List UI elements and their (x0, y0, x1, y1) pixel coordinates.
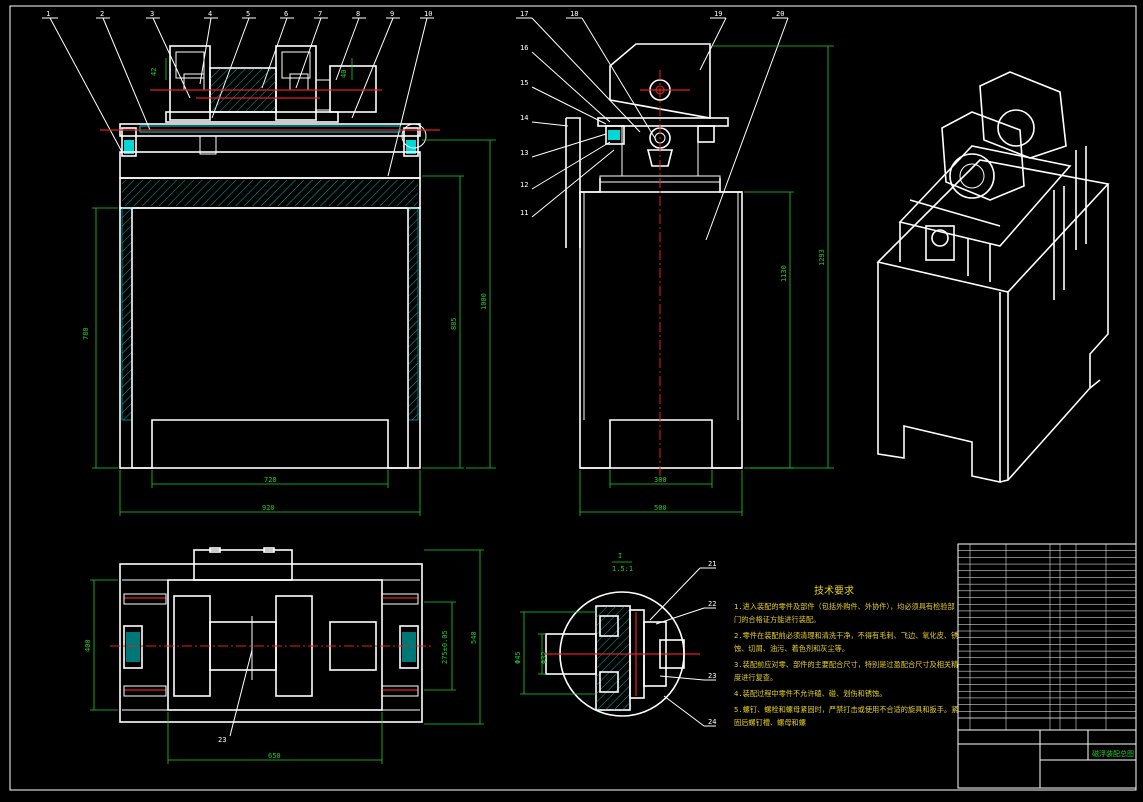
dim-label: 885 (450, 317, 458, 330)
part-label: 21 (708, 560, 716, 568)
part-label: 16 (520, 44, 528, 52)
top-view: 23 400 275±0.05 540 650 (84, 547, 484, 764)
part-label: 20 (776, 10, 784, 18)
detail-view: I 1.5:1 21 22 23 24 Φ45 Φ32 (514, 552, 716, 727)
dim-label: 540 (470, 631, 478, 644)
part-label: 6 (284, 10, 288, 18)
part-label: 23 (218, 736, 226, 744)
top-view-dimensions: 400 275±0.05 540 650 (84, 549, 484, 764)
drawing-frame (9, 5, 1137, 791)
side-view-dimensions: 1130 1293 300 500 (579, 45, 834, 516)
drawing-name: 磁浮装配总图 (1092, 749, 1134, 758)
dim-label: 720 (264, 476, 277, 484)
part-label: 8 (356, 10, 360, 18)
part-label: 2 (100, 10, 104, 18)
dim-label: 400 (84, 639, 92, 652)
dim-label: 300 (654, 476, 667, 484)
tech-note-line: 度进行复查。 (734, 673, 777, 682)
dim-label: Φ32 (540, 651, 548, 664)
part-label: 15 (520, 79, 528, 87)
isometric-view (876, 71, 1110, 483)
tech-note-line: 蚀、切屑、油污、着色剂和灰尘等。 (734, 644, 849, 653)
dim-label: 40 (340, 70, 348, 78)
part-label: 22 (708, 600, 716, 608)
part-label: 10 (424, 10, 432, 18)
side-view: 17 18 19 20 16 15 14 13 12 11 (516, 10, 834, 516)
part-label: 23 (708, 672, 716, 680)
part-label: 5 (246, 10, 250, 18)
part-label: 1 (46, 10, 50, 18)
parts-list (957, 543, 1137, 731)
dim-label: 275±0.05 (441, 630, 449, 664)
detail-scale: 1.5:1 (612, 565, 633, 573)
tech-notes-title: 技术要求 (814, 584, 854, 597)
dim-label: 920 (262, 504, 275, 512)
tech-note-line: 3.装配前应对零、部件的主要配合尺寸，特别是过盈配合尺寸及相关精 (734, 660, 958, 669)
part-label: 3 (150, 10, 154, 18)
part-label: 14 (520, 114, 528, 122)
tech-note-line: 2.零件在装配前必须清理和清洗干净，不得有毛刺、飞边、氧化皮、锈 (734, 631, 958, 640)
front-view-dimensions: 780 885 1000 720 920 42 40 (82, 58, 496, 516)
dim-label: 650 (268, 752, 281, 760)
tech-note-line: 门的合格证方能进行装配。 (734, 615, 820, 624)
detail-label: I (618, 552, 622, 560)
title-block: 磁浮装配总图 (957, 729, 1137, 789)
part-label: 11 (520, 209, 528, 217)
dim-label: 1000 (480, 293, 488, 310)
part-label: 18 (570, 10, 578, 18)
part-label: 4 (208, 10, 212, 18)
tech-note-line: 固后螺钉槽、螺母和螺 (734, 718, 806, 727)
tech-note-line: 1.进入装配的零件及部件（包括外购件、外协件），均必须具有检验部 (734, 602, 955, 611)
part-label: 9 (390, 10, 394, 18)
tech-note-line: 4.装配过程中零件不允许磕、碰、划伤和锈蚀。 (734, 689, 886, 698)
dim-label: 42 (150, 68, 158, 76)
part-label: 17 (520, 10, 528, 18)
part-label: 19 (714, 10, 722, 18)
front-view: 1 2 3 4 5 6 7 8 9 10 (42, 10, 496, 516)
side-view-labels: 17 18 19 20 16 15 14 13 12 11 (516, 10, 789, 241)
tech-notes: 技术要求 1.进入装配的零件及部件（包括外购件、外协件），均必须具有检验部 门的… (734, 584, 958, 727)
dim-label: 1293 (818, 249, 826, 266)
dim-label: 500 (654, 504, 667, 512)
dim-label: Φ45 (514, 651, 522, 664)
part-label: 24 (708, 718, 716, 726)
dim-label: 1130 (780, 265, 788, 282)
part-label: 12 (520, 181, 528, 189)
parts-list-border (957, 543, 1137, 731)
part-label: 13 (520, 149, 528, 157)
part-label: 7 (318, 10, 322, 18)
tech-note-line: 5.螺钉、螺栓和螺母紧固时，严禁打击或使用不合适的旋具和扳手。紧 (734, 705, 958, 714)
dim-label: 780 (82, 327, 90, 340)
